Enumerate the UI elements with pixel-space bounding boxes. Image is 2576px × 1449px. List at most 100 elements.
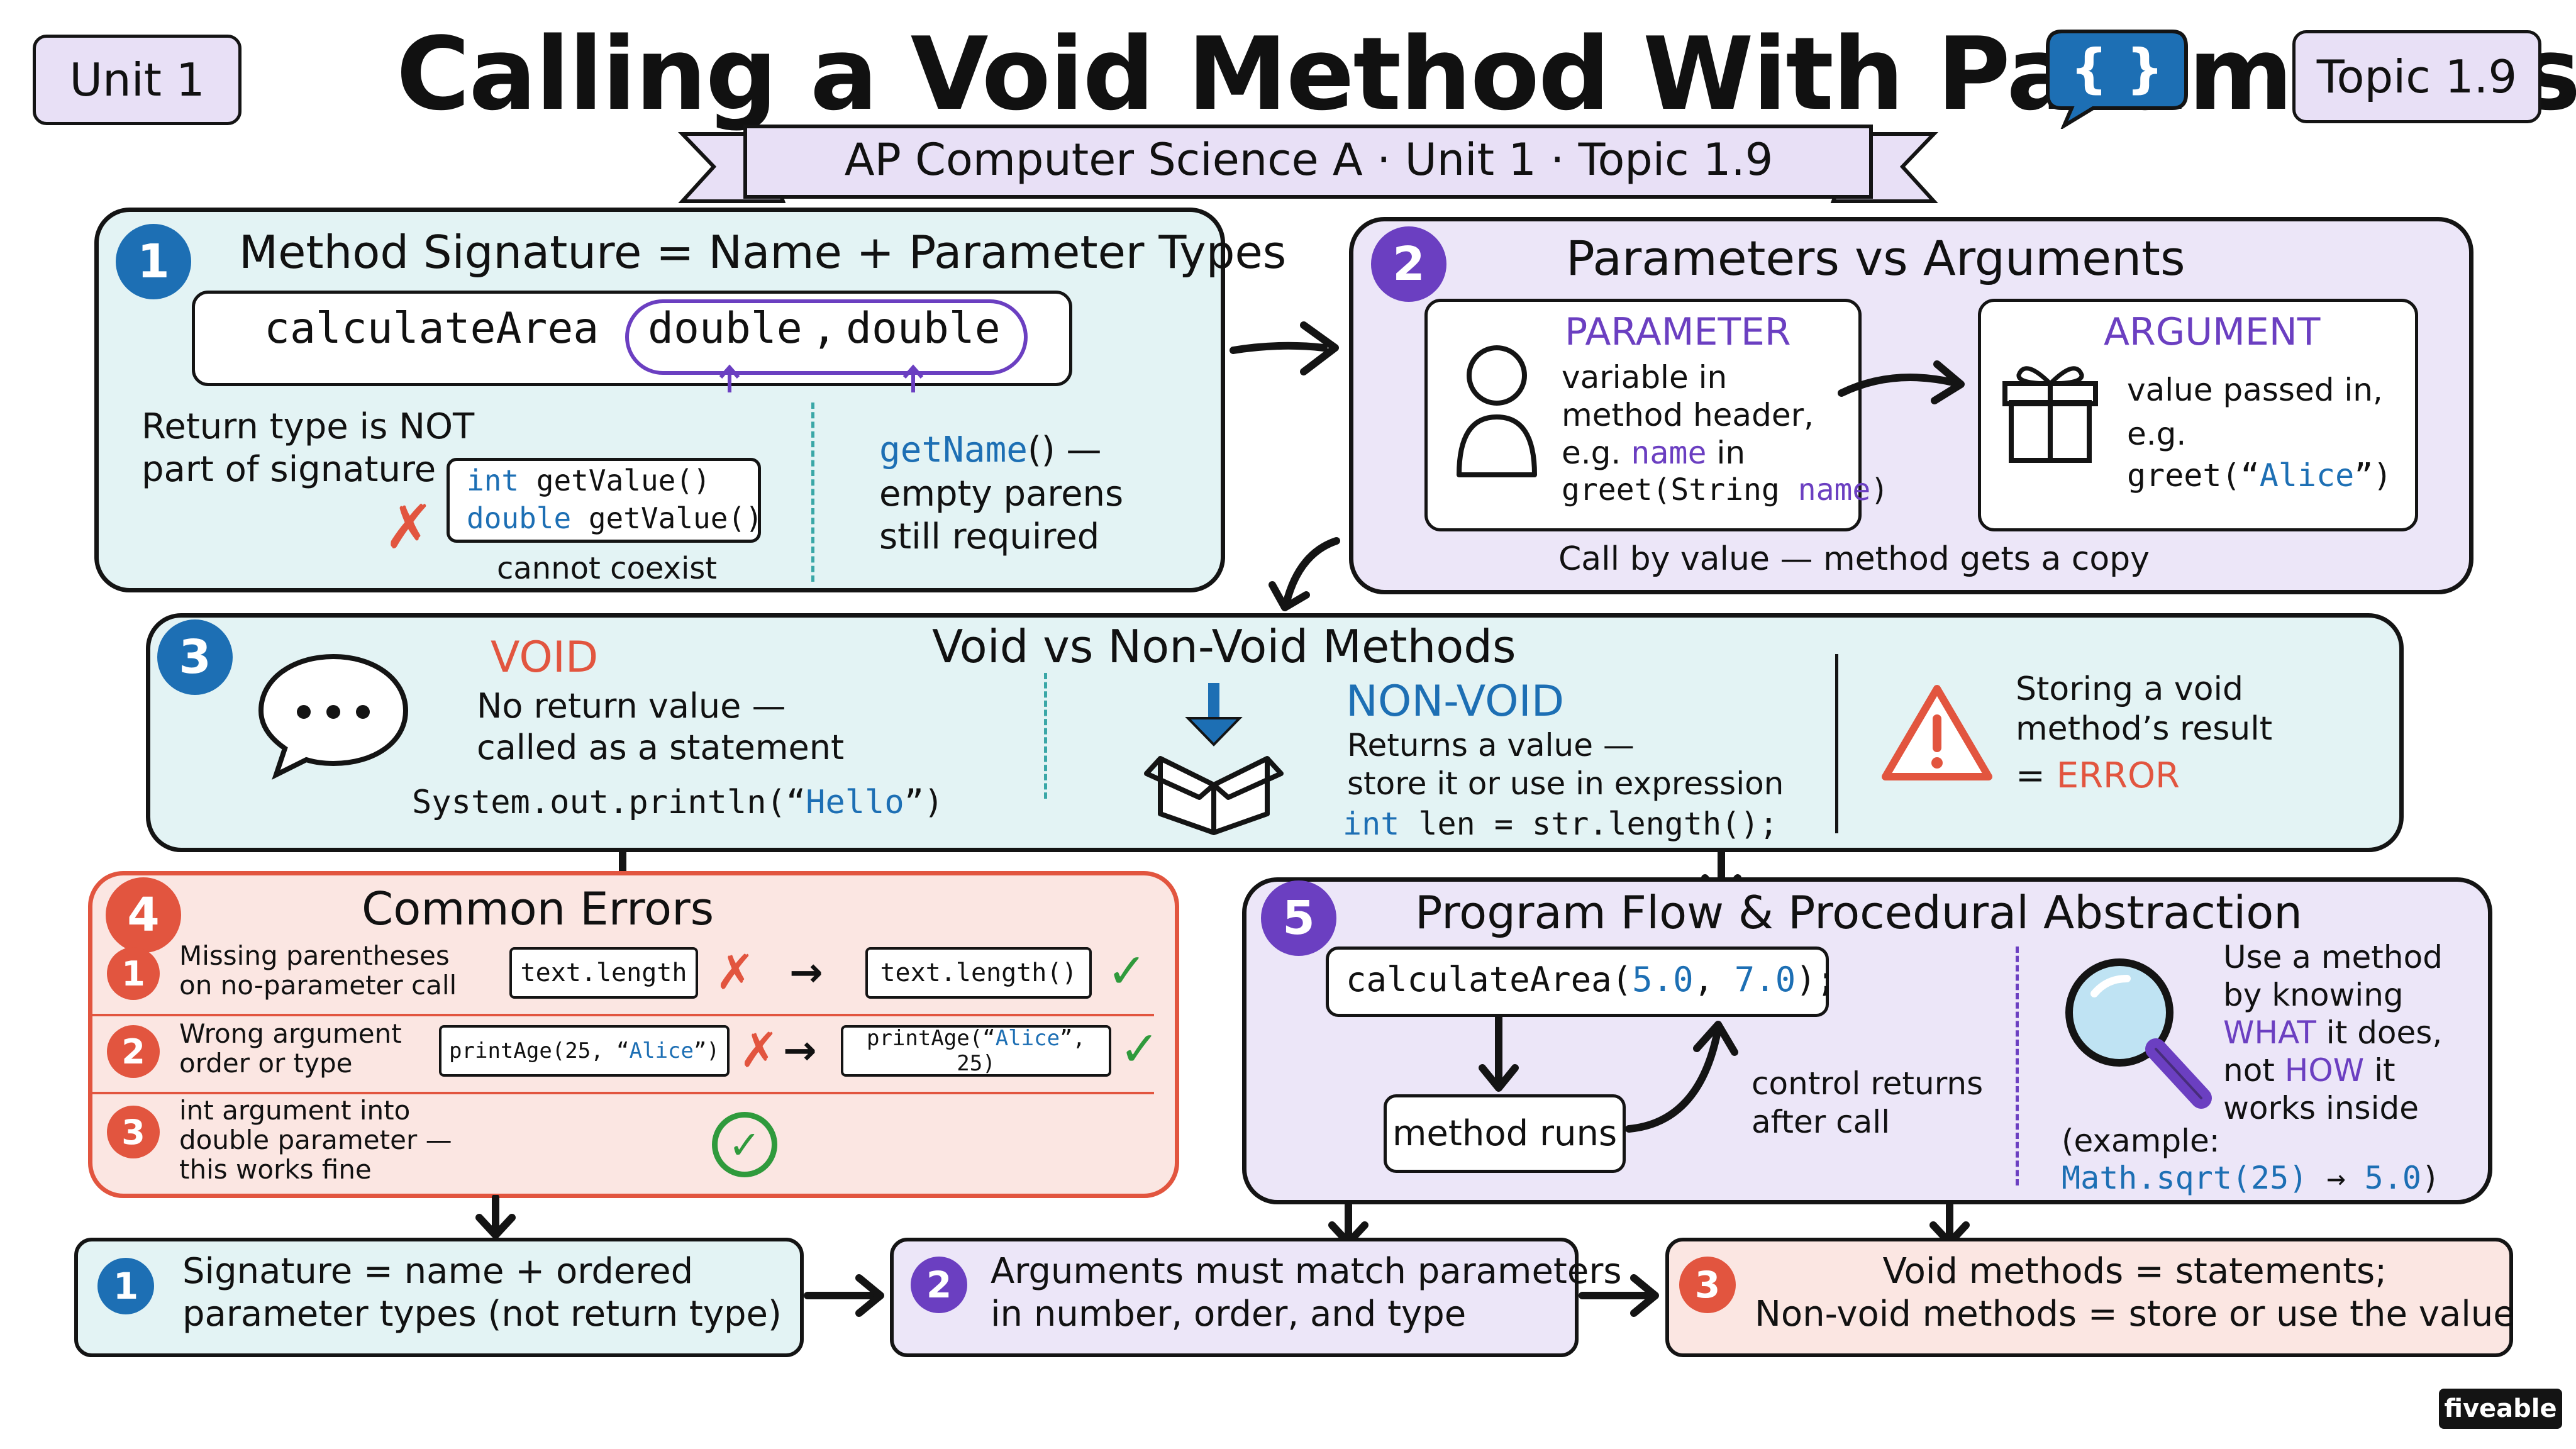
gift-icon — [2002, 366, 2098, 463]
example-result: 5.0 — [2364, 1160, 2421, 1196]
overload-code-box — [447, 458, 761, 543]
println-open: System.out.println(“ — [412, 784, 806, 821]
error-row-3-badge: 3 — [107, 1106, 160, 1158]
subtitle-ribbon — [677, 125, 1939, 203]
box-arrow-icon — [1144, 683, 1284, 835]
abstraction-how-post: it — [2364, 1052, 2396, 1089]
parameter-line1: variable in — [1562, 359, 1728, 396]
unit-tag-label: Unit 1 — [69, 53, 205, 106]
signature-separator: , — [811, 304, 837, 353]
argument-line1: value passed in, — [2127, 372, 2383, 408]
error-row-1-right: text.length() — [865, 947, 1092, 999]
signature-param1: double — [648, 304, 802, 353]
wrong-code-2-pre: printAge(25, “ — [449, 1038, 630, 1063]
length-call: len = str.length(); — [1399, 806, 1779, 842]
section4-badge: 4 — [106, 877, 181, 953]
warning-error-line: = ERROR — [2016, 755, 2180, 797]
cross-icon: ✗ — [384, 492, 435, 562]
summary-arrow-2-3 — [1579, 1274, 1659, 1317]
topic-tag-label: Topic 1.9 — [2316, 50, 2518, 103]
argument-heading: ARGUMENT — [2104, 310, 2321, 354]
println-close: ”) — [904, 784, 944, 821]
parameter-types-oval — [625, 299, 1028, 375]
subtitle: AP Computer Science A · Unit 1 · Topic 1… — [844, 134, 1774, 186]
works-fine-check-icon: ✓ — [712, 1112, 777, 1177]
error-row-2-right: printAge(“Alice”, 25) — [841, 1025, 1111, 1077]
getname-rest: () — — [1028, 430, 1102, 470]
method-runs-label: method runs — [1392, 1113, 1618, 1154]
code-line-double: double getValue() — [467, 501, 763, 536]
braces-glyph: { } — [2070, 37, 2164, 99]
parameter-name-highlight: name — [1631, 435, 1707, 471]
section3-divider-1 — [1044, 673, 1047, 799]
getname-example: getName() — — [879, 429, 1102, 472]
code-keyword-int: int — [467, 464, 519, 497]
error-row-1-arrow: → — [789, 950, 823, 996]
parameter-line4: greet(String name) — [1562, 472, 1889, 509]
call-by-value-note: Call by value — method gets a copy — [1558, 540, 2150, 578]
call-sep: , — [1693, 960, 1735, 999]
abstraction-not: not — [2223, 1052, 2285, 1089]
argument-value: Alice — [2259, 457, 2355, 494]
param-pointer-arrows — [719, 364, 924, 392]
error-row-2-wrong: printAge(25, “Alice”) — [439, 1025, 730, 1077]
right-code-2-pre: printAge(“ — [866, 1026, 996, 1051]
nonvoid-description: Returns a value — store it or use in exp… — [1347, 727, 1784, 802]
error-row-2-x: ✗ — [739, 1022, 779, 1078]
summary-3-text: Void methods = statements; Non-void meth… — [1755, 1251, 2515, 1335]
right-code-1: text.length() — [880, 958, 1077, 987]
void-code: System.out.println(“Hello”) — [412, 783, 943, 823]
call-close: ); — [1796, 960, 1837, 999]
param-to-arg-arrow — [1838, 360, 1965, 404]
int-keyword: int — [1343, 806, 1400, 842]
wrong-code-1: text.length — [520, 958, 687, 987]
brand-logo: fiveable — [2439, 1389, 2562, 1429]
wrong-code-2-post: ”) — [693, 1038, 719, 1063]
parameter-in-text: in — [1706, 435, 1746, 471]
nonvoid-code: int len = str.length(); — [1343, 805, 1778, 843]
abstraction-line2: by knowing — [2223, 977, 2404, 1013]
greet-open: greet( — [1562, 472, 1671, 508]
example-arrow: → — [2307, 1160, 2365, 1196]
abstraction-line3: WHAT it does, — [2223, 1014, 2442, 1052]
section5-badge: 5 — [1261, 880, 1336, 956]
warning-error: ERROR — [2056, 755, 2180, 796]
cannot-coexist-note: cannot coexist — [497, 551, 718, 586]
signature-param2: double — [846, 304, 1001, 353]
summary-card-1 — [74, 1238, 804, 1357]
summary-card-2 — [890, 1238, 1579, 1357]
error-row-2-arrow: → — [783, 1028, 817, 1074]
right-code-2: printAge(“Alice”, 25) — [843, 1026, 1109, 1076]
magnifying-glass-icon — [2065, 958, 2212, 1109]
error-row-2-badge: 2 — [107, 1025, 160, 1078]
argument-line3: greet(“Alice”) — [2127, 457, 2392, 495]
summary-3-badge: 3 — [1679, 1257, 1736, 1313]
wrong-code-2-str: Alice — [629, 1038, 694, 1063]
nonvoid-heading: NON-VOID — [1346, 677, 1565, 726]
error-row-1-check: ✓ — [1107, 943, 1147, 999]
greet-call-close: ”) — [2354, 457, 2392, 494]
signature-method-name: calculateArea — [264, 304, 599, 353]
error-row-1: 1 Missing parentheses on no-parameter ca… — [91, 936, 1154, 1016]
works-fine-check-glyph: ✓ — [728, 1121, 761, 1168]
argument-card — [1978, 299, 2418, 531]
greet-call-open: greet(“ — [2127, 457, 2260, 494]
error-row-1-badge: 1 — [107, 947, 160, 1000]
section1-badge: 1 — [116, 224, 191, 299]
error-row-3: 3 int argument into double parameter — t… — [91, 1093, 1154, 1194]
section3-title: Void vs Non-Void Methods — [932, 620, 1516, 673]
control-returns-note: control returns after call — [1752, 1065, 1984, 1140]
brand-label: fiveable — [2444, 1394, 2557, 1423]
error-row-2-label: Wrong argument order or type — [179, 1018, 402, 1079]
chat-bubble-icon — [258, 653, 409, 780]
return-type-note: Return type is NOT part of signature — [142, 406, 475, 491]
call-arg2: 7.0 — [1734, 960, 1796, 999]
code-line-int: int getValue() — [467, 463, 711, 498]
right-code-2-post: ”, 25) — [957, 1026, 1085, 1076]
section3-divider-2 — [1835, 654, 1838, 833]
section4-title: Common Errors — [362, 882, 714, 935]
example-close: ) — [2421, 1160, 2441, 1196]
parameter-eg-text: e.g. — [1562, 435, 1631, 471]
error-row-2: 2 Wrong argument order or type printAge(… — [91, 1014, 1160, 1094]
